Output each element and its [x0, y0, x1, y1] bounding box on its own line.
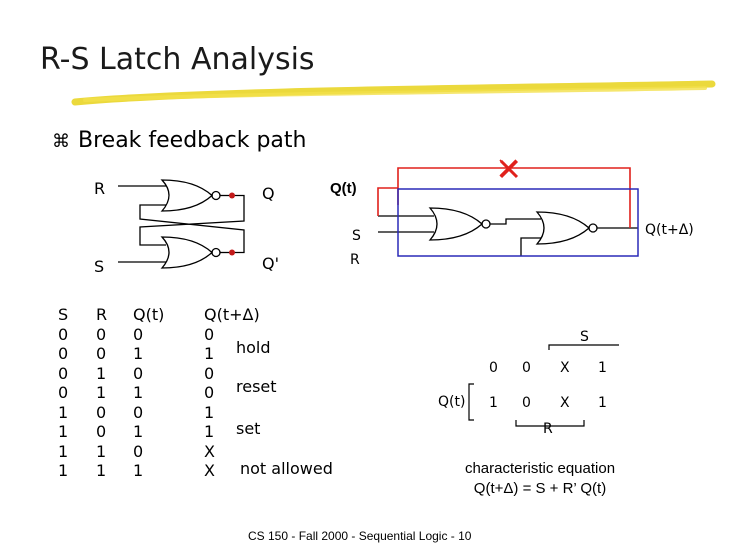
annotation-reset: reset [236, 377, 277, 396]
table-cell: 0 [96, 422, 107, 441]
kmap-cell: 0 [489, 360, 498, 376]
kmap-side-label: Q(t) [438, 394, 466, 410]
table-cell: 1 [204, 422, 215, 441]
col-header: S [58, 305, 69, 324]
col-header: R [96, 305, 108, 324]
table-cell: 0 [96, 402, 107, 422]
table-cell: 0 [133, 324, 144, 344]
box-output-label: Q(t+Δ) [645, 222, 694, 238]
table-cell: 0 [96, 344, 107, 363]
col-r: R 0 0 1 1 0 0 1 1 [96, 305, 107, 481]
annotation-not-allowed: not allowed [240, 459, 333, 478]
kmap-top-label: S [580, 329, 589, 345]
col-qt: Q(t) 0 1 0 1 0 1 0 1 [133, 305, 164, 481]
output-q-label: Q [262, 184, 275, 203]
table-cell: 1 [96, 363, 107, 383]
bullet-point: ⌘ Break feedback path [52, 128, 306, 153]
table-cell: 0 [133, 363, 144, 383]
bullet-icon: ⌘ [52, 131, 70, 152]
input-r-label: R [94, 179, 106, 198]
table-cell: 1 [133, 461, 144, 480]
input-s-label: S [94, 257, 105, 276]
col-header: Q(t) [133, 305, 165, 324]
table-cell: 1 [58, 441, 69, 461]
table-cell: 0 [133, 402, 144, 422]
table-cell: 0 [204, 324, 215, 344]
kmap-cell: X [560, 395, 570, 411]
table-cell: 1 [58, 422, 69, 441]
output-dot-q [229, 192, 235, 199]
table-cell: 0 [58, 383, 69, 402]
output-dot-qbar [229, 249, 235, 256]
nor-gate-bottom [160, 236, 213, 269]
box-r-label: R [350, 252, 360, 268]
table-cell: 1 [133, 344, 144, 363]
feedback-label: Q(t) [330, 180, 357, 197]
nor-gate-left [428, 207, 483, 241]
table-cell: 0 [58, 363, 69, 383]
table-cell: 1 [96, 441, 107, 461]
bullet-text: Break feedback path [78, 128, 307, 153]
table-cell: 0 [204, 363, 215, 383]
box-s-label: S [352, 228, 361, 244]
nor-gate-top [160, 179, 213, 212]
table-cell: 0 [204, 383, 215, 402]
equation-caption: characteristic equation [464, 460, 616, 477]
table-cell: 1 [204, 344, 215, 363]
table-cell: 1 [58, 402, 69, 422]
kmap-cell: 1 [489, 395, 498, 411]
analysis-box [397, 188, 639, 257]
nor-gate-right [535, 211, 590, 245]
kmap-cell: 0 [522, 395, 531, 411]
table-cell: 1 [58, 461, 69, 480]
col-s: S 0 0 0 0 1 1 1 1 [58, 305, 68, 481]
table-cell: 1 [96, 383, 107, 402]
kmap-bottom-label: R [543, 421, 553, 437]
equation-formula: Q(t+Δ) = S + R’ Q(t) [473, 480, 607, 497]
table-cell: 0 [58, 344, 69, 363]
table-cell: 0 [133, 441, 144, 461]
col-header: Q(t+Δ) [204, 305, 260, 324]
kmap-cell: 1 [598, 395, 607, 411]
output-qbar-label: Q' [262, 254, 279, 273]
table-cell: 1 [133, 422, 144, 441]
kmap-cell: 0 [522, 360, 531, 376]
page-title: R-S Latch Analysis [40, 42, 315, 77]
slide-footer: CS 150 - Fall 2000 - Sequential Logic - … [248, 529, 472, 543]
table-cell: 0 [58, 324, 69, 344]
annotation-set: set [236, 419, 261, 438]
table-cell: 1 [204, 402, 215, 422]
table-cell: X [204, 441, 215, 461]
table-cell: 0 [96, 324, 107, 344]
table-cell: X [204, 461, 215, 480]
kmap-cell: 1 [598, 360, 607, 376]
characteristic-equation: characteristic equation Q(t+Δ) = S + R’ … [440, 459, 640, 499]
table-cell: 1 [133, 383, 144, 402]
annotation-hold: hold [236, 338, 271, 357]
col-qtd: Q(t+Δ) 0 1 0 0 1 1 X X [204, 305, 260, 481]
kmap-cell: X [560, 360, 570, 376]
break-x-icon [499, 159, 519, 179]
table-cell: 1 [96, 461, 107, 480]
